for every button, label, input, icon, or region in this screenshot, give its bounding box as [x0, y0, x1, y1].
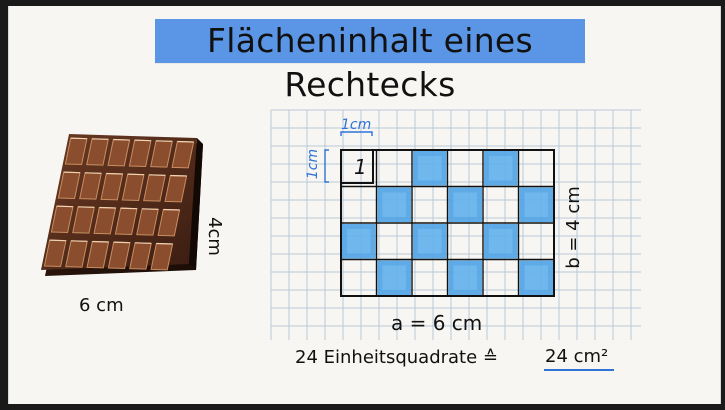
side-b-label: b = 4 cm — [562, 186, 584, 269]
unit-squares — [342, 151, 553, 295]
page-title: Flächeninhalt eines Rechtecks — [155, 19, 585, 104]
chocolate-bar-image — [41, 134, 203, 276]
unit-width-label: 1cm — [341, 117, 372, 133]
summary-value: 24 cm² — [545, 346, 609, 367]
unit-square-shine — [489, 156, 513, 181]
chocolate-height-label: 4cm — [203, 217, 225, 256]
unit-square-shine — [524, 265, 548, 290]
unit-square-shine — [524, 192, 548, 217]
grid-lines — [270, 109, 641, 340]
unit-square-shine — [382, 265, 406, 290]
unit-square-shine — [453, 192, 477, 217]
rectangle-outline — [340, 149, 555, 297]
chocolate-width-label: 6 cm — [79, 295, 124, 316]
unit-square-shine — [418, 229, 442, 254]
unit-square-shine — [453, 265, 477, 290]
unit-square-shine — [489, 229, 513, 254]
unit-number: 1 — [354, 155, 367, 179]
unit-square-shine — [418, 156, 442, 181]
whiteboard: Flächeninhalt eines Rechtecks — [8, 6, 721, 404]
summary-text: 24 Einheitsquadrate ≙ — [295, 347, 498, 368]
unit-square-shine — [382, 192, 406, 217]
unit-square-marker — [324, 131, 374, 184]
unit-square-shine — [347, 229, 371, 254]
side-a-label: a = 6 cm — [391, 311, 483, 335]
unit-height-label: 1cm — [305, 148, 322, 180]
illustration-layer — [41, 109, 641, 371]
